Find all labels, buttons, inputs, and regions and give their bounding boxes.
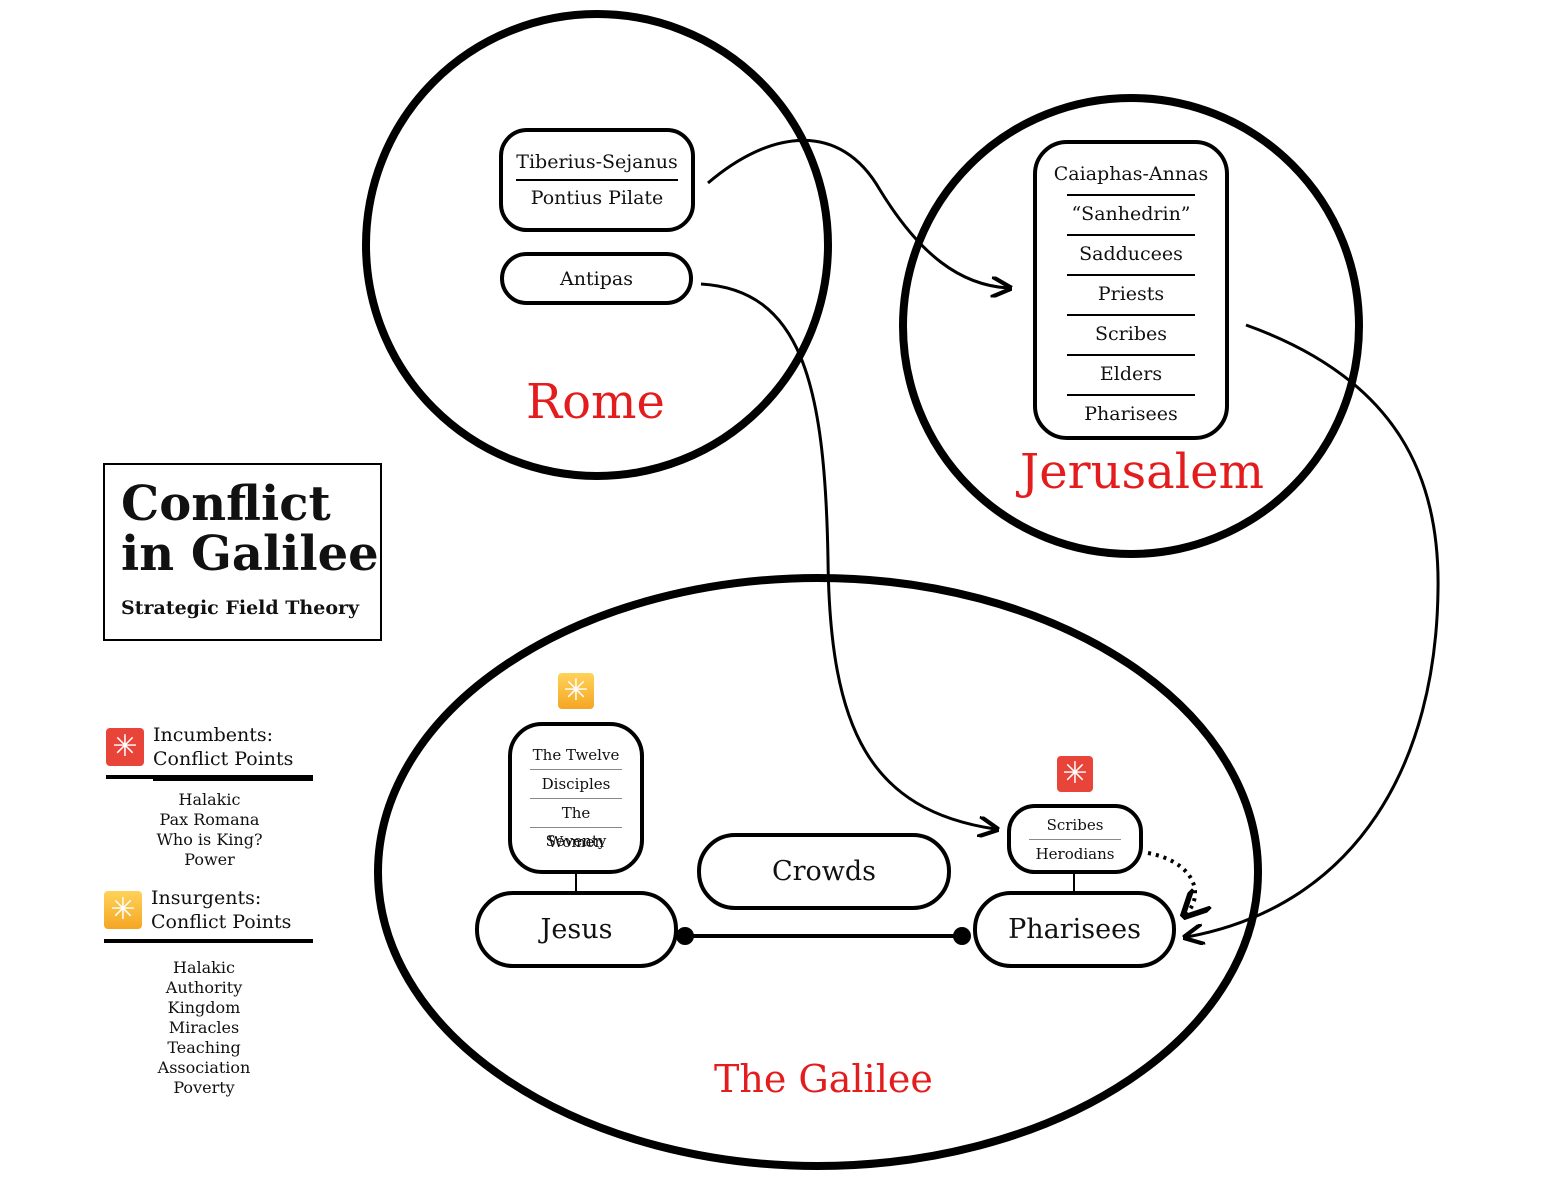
legend-point: Miracles <box>168 1018 240 1037</box>
jerusalem-stack: Caiaphas-Annas “Sanhedrin” Sadducees Pri… <box>1033 140 1229 440</box>
rome-circle <box>362 10 832 480</box>
legend-incumbents-line2: Conflict Points <box>153 748 294 770</box>
crowds-label: Crowds <box>771 856 877 887</box>
jerusalem-circle <box>899 94 1363 558</box>
antipas-box: Antipas <box>500 252 693 305</box>
legend-incumbents-rule <box>106 775 313 779</box>
galilee-ellipse <box>374 574 1262 1170</box>
title-line-2: in Galilee <box>121 526 379 582</box>
followers-item: The Twelve <box>532 745 620 764</box>
subtitle: Strategic Field Theory <box>121 597 360 619</box>
antipas-label: Antipas <box>560 267 633 290</box>
asterisk-icon: ✳ <box>110 892 136 927</box>
jerusalem-item: “Sanhedrin” <box>1067 194 1195 234</box>
legend-point: Poverty <box>173 1078 235 1097</box>
jesus-node: Jesus <box>475 891 678 968</box>
jerusalem-item: Caiaphas-Annas <box>1053 163 1209 185</box>
crowds-node: Crowds <box>697 833 951 910</box>
jesus-label: Jesus <box>540 914 613 945</box>
legend-point: Halakic <box>173 958 235 977</box>
pharisees-label: Pharisees <box>1008 914 1141 945</box>
legend-incumbents-points: Halakic Pax Romana Who is King? Power <box>106 790 313 870</box>
legend-point: Halakic <box>178 790 241 809</box>
asterisk-icon: ✳ <box>563 673 589 708</box>
arrow-pilate-to-jerusalem <box>707 138 1008 288</box>
legend-point: Power <box>184 850 235 869</box>
legend-incumbents-line1: Incumbents: <box>153 724 274 746</box>
legend-point: Who is King? <box>156 830 263 849</box>
link-endpoint-jesus <box>676 927 694 945</box>
asterisk-icon: ✳ <box>1062 756 1088 791</box>
tiberius-pilate-box: Tiberius-Sejanus Pontius Pilate <box>499 128 695 232</box>
jerusalem-item: Elders <box>1067 354 1195 394</box>
title-line-1: Conflict <box>121 476 331 532</box>
insurgent-conflict-badge: ✳ <box>558 673 594 709</box>
followers-stack: The Twelve Disciples The Seventy Women <box>508 722 644 874</box>
dotted-arrow-herodians-to-pharisees <box>1147 851 1195 914</box>
legend-point: Pax Romana <box>159 810 260 829</box>
jerusalem-label: Jerusalem <box>1020 444 1265 500</box>
asterisk-icon: ✳ <box>112 729 138 764</box>
legend-insurgents-line2: Conflict Points <box>151 911 292 933</box>
followers-item: Women <box>530 826 622 856</box>
legend-incumbent-badge: ✳ <box>106 728 144 766</box>
arrow-jerusalem-to-pharisees <box>1187 323 1440 937</box>
legend-insurgent-badge: ✳ <box>104 891 142 929</box>
rome-label: Rome <box>526 374 665 430</box>
legend-insurgents-rule <box>104 939 313 943</box>
scribes-herodians-item: Scribes <box>1046 815 1104 834</box>
galilee-label: The Galilee <box>714 1057 933 1101</box>
jerusalem-item: Scribes <box>1067 314 1195 354</box>
legend-incumbents-heading: Incumbents: Conflict Points <box>153 723 313 781</box>
jerusalem-item: Priests <box>1067 274 1195 314</box>
legend-point: Authority <box>165 978 243 997</box>
pilate-label: Pontius Pilate <box>530 187 664 209</box>
followers-item: The Seventy <box>530 797 622 850</box>
scribes-herodians-item: Herodians <box>1029 838 1121 868</box>
title-box: Conflict in Galilee Strategic Field Theo… <box>103 463 382 641</box>
incumbent-conflict-badge: ✳ <box>1057 756 1093 792</box>
legend-insurgents-line1: Insurgents: <box>151 887 262 909</box>
legend-insurgents-points: Halakic Authority Kingdom Miracles Teach… <box>104 958 304 1098</box>
legend-insurgents-heading: Insurgents: Conflict Points <box>151 886 313 934</box>
tiberius-label: Tiberius-Sejanus <box>516 151 678 181</box>
legend-point: Association <box>157 1058 251 1077</box>
link-endpoint-pharisees <box>953 927 971 945</box>
jerusalem-item: Sadducees <box>1067 234 1195 274</box>
pharisees-node: Pharisees <box>973 891 1176 968</box>
arrow-antipas-to-scribes <box>700 282 995 829</box>
followers-item: Disciples <box>530 768 622 798</box>
legend-point: Teaching <box>167 1038 241 1057</box>
jerusalem-item: Pharisees <box>1067 394 1195 434</box>
scribes-herodians-stack: Scribes Herodians <box>1007 804 1143 874</box>
legend-point: Kingdom <box>167 998 241 1017</box>
